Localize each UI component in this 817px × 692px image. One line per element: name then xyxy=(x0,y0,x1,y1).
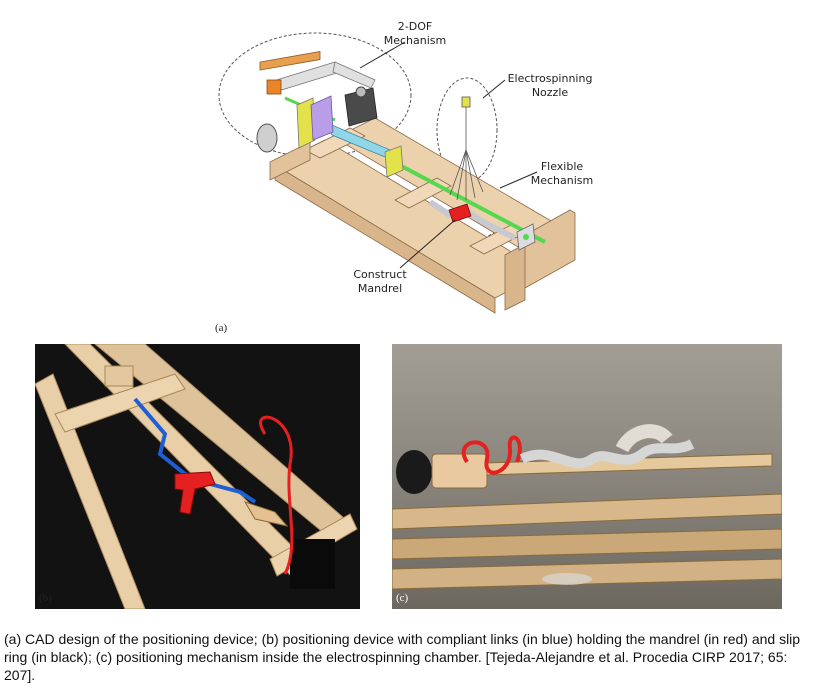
slip-ring-cad xyxy=(256,123,278,153)
electrospinning-nozzle xyxy=(449,96,484,201)
wooden-frame xyxy=(269,117,576,314)
panel-b-label: (b) xyxy=(39,592,52,604)
device-photo-panel: (b) xyxy=(34,343,360,610)
mandrel-leader xyxy=(399,219,456,269)
cad-drawing xyxy=(218,32,576,314)
slip-ring xyxy=(290,539,335,589)
chamber-photo xyxy=(391,344,783,609)
figure-caption: (a) CAD design of the positioning device… xyxy=(4,631,801,683)
callout-mandrel-line1: Construct xyxy=(353,268,407,281)
yellow-bracket-right xyxy=(384,145,404,178)
slip-ring xyxy=(396,450,432,494)
red-cable xyxy=(461,435,522,475)
green-shaft xyxy=(389,158,546,244)
red-cable xyxy=(259,415,294,575)
blue-compliant-link-2 xyxy=(209,482,257,504)
red-mandrel-cad xyxy=(448,203,472,223)
callout-2dof-line1: 2-DOF xyxy=(397,20,433,33)
chamber-photo-panel: (c) xyxy=(391,344,783,609)
callout-2dof: 2-DOF Mechanism xyxy=(380,20,450,48)
nozzle-leader xyxy=(482,79,506,99)
foil-mechanism xyxy=(519,439,695,469)
yellow-bracket-left xyxy=(296,97,316,149)
orange-block xyxy=(266,79,282,95)
callout-nozzle: Electrospinning Nozzle xyxy=(505,72,595,100)
panel-a-label: (a) xyxy=(215,322,228,334)
callout-mandrel-line2: Mandrel xyxy=(357,282,403,295)
flexible-leader xyxy=(499,171,538,189)
callout-nozzle-line2: Nozzle xyxy=(531,86,569,99)
dof-leader xyxy=(359,41,406,69)
panel-c-label: (c) xyxy=(396,592,409,604)
callout-nozzle-line1: Electrospinning xyxy=(507,72,593,85)
callout-flexible: Flexible Mechanism xyxy=(527,160,597,188)
callout-2dof-line2: Mechanism xyxy=(383,34,447,47)
device-photo xyxy=(34,343,360,610)
red-mandrel xyxy=(174,471,216,515)
cad-design-panel: 2-DOF Mechanism Electrospinning Nozzle F… xyxy=(215,10,600,340)
callout-mandrel: Construct Mandrel xyxy=(345,268,415,296)
callout-flexible-line1: Flexible xyxy=(540,160,584,173)
callout-flexible-line2: Mechanism xyxy=(530,174,594,187)
